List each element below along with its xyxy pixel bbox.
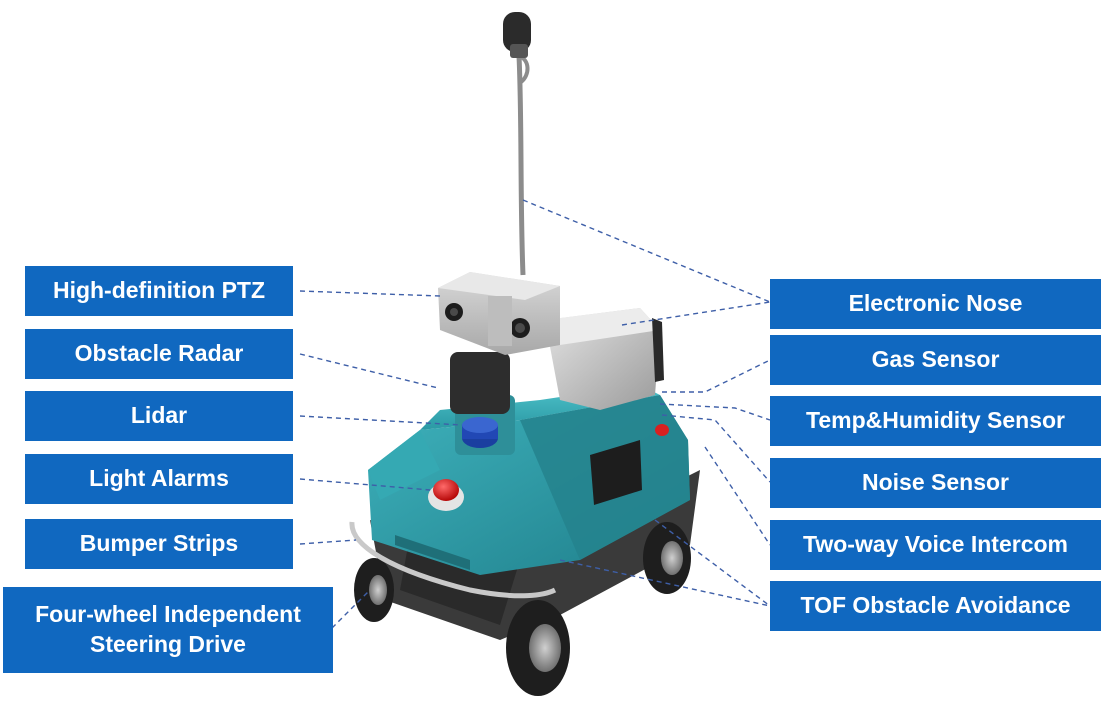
label-obstacle-radar: Obstacle Radar — [25, 329, 293, 379]
label-text-four-wheel-line1: Four-wheel Independent — [35, 601, 301, 628]
leader-bumper — [299, 539, 357, 545]
label-lidar: Lidar — [25, 391, 293, 441]
wheel-front-left — [506, 600, 570, 696]
light-alarm-button — [428, 479, 464, 511]
label-tof-obstacle-avoidance: TOF Obstacle Avoidance — [770, 581, 1101, 631]
leader-noise — [661, 414, 771, 483]
label-bumper-strips: Bumper Strips — [25, 519, 293, 569]
label-high-definition-ptz: High-definition PTZ — [25, 266, 293, 316]
label-text-tof: TOF Obstacle Avoidance — [800, 592, 1071, 619]
label-text-voice-intercom: Two-way Voice Intercom — [803, 531, 1068, 558]
label-text-gas-sensor: Gas Sensor — [871, 346, 1000, 373]
leader-lines — [299, 199, 771, 629]
label-text-lidar: Lidar — [130, 402, 188, 429]
label-text-light-alarms: Light Alarms — [89, 465, 229, 492]
label-text-electronic-nose: Electronic Nose — [848, 290, 1023, 317]
mast-antenna — [503, 12, 531, 276]
label-gas-sensor: Gas Sensor — [770, 335, 1101, 385]
leader-lidar — [299, 415, 463, 426]
leader-temp — [659, 403, 771, 421]
bumper-strip — [349, 521, 557, 599]
label-electronic-nose: Electronic Nose — [770, 279, 1101, 329]
ptz-camera — [438, 272, 560, 414]
leader-ptz — [299, 290, 441, 297]
label-temp-humidity-sensor: Temp&Humidity Sensor — [770, 396, 1101, 446]
label-text-ptz: High-definition PTZ — [52, 277, 266, 304]
side-indicator-light — [655, 424, 669, 436]
leader-voice — [704, 446, 771, 546]
leader-gas — [662, 359, 771, 393]
label-text-four-wheel-line2: Steering Drive — [90, 631, 246, 657]
wheel-rear-left — [354, 558, 394, 622]
label-light-alarms: Light Alarms — [25, 454, 293, 504]
label-text-temp-humidity: Temp&Humidity Sensor — [806, 407, 1065, 434]
label-noise-sensor: Noise Sensor — [770, 458, 1101, 508]
label-two-way-voice-intercom: Two-way Voice Intercom — [770, 520, 1101, 570]
leader-obstacle-radar — [299, 353, 439, 389]
leader-nose-box — [621, 301, 771, 326]
sensor-enclosure — [545, 308, 664, 410]
wheel-front-right — [643, 522, 691, 594]
leader-tof-1 — [654, 519, 771, 607]
label-text-noise-sensor: Noise Sensor — [862, 469, 1009, 496]
label-text-bumper-strips: Bumper Strips — [79, 530, 239, 557]
leader-nose-mast — [522, 199, 771, 303]
label-text-obstacle-radar: Obstacle Radar — [74, 340, 244, 367]
leader-light-alarms — [299, 478, 431, 491]
label-four-wheel-drive: Four-wheel Independent Steering Drive — [3, 587, 333, 673]
